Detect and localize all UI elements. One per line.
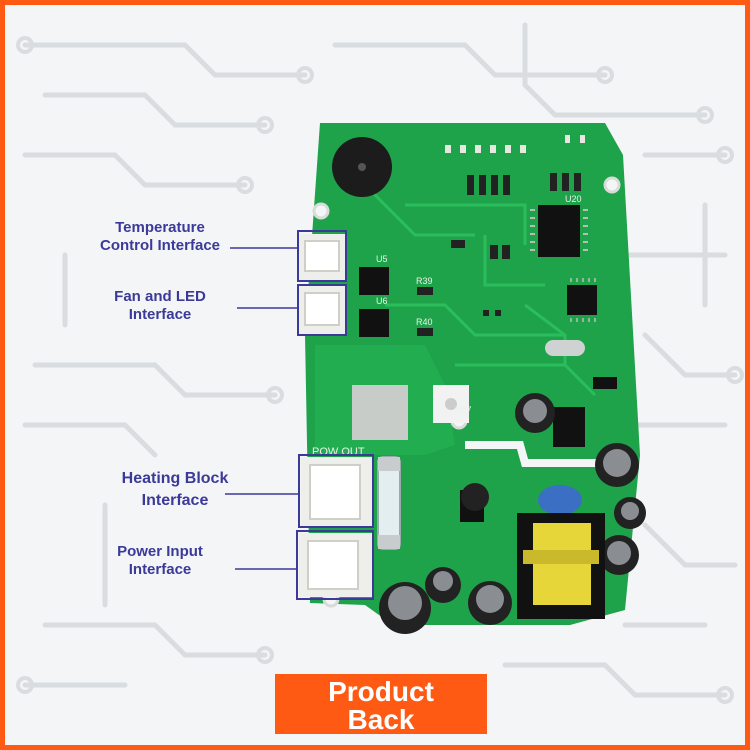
connector-fan-led	[298, 286, 346, 334]
u6-label: U6	[376, 296, 388, 306]
r39-label: R39	[416, 276, 433, 286]
u20-label: U20	[565, 194, 582, 204]
callout-heating-line1: Heating Block	[121, 470, 229, 487]
mounting-hole	[312, 202, 330, 220]
product-back-banner: Product Back	[275, 674, 487, 734]
circuit-background	[16, 22, 744, 704]
callout-fan-led-line2: Interface	[128, 306, 192, 323]
callout-box-heating	[298, 454, 374, 528]
heatsink-plate	[352, 385, 408, 440]
j1-label: J1	[348, 520, 356, 527]
callout-heating-line2: Interface	[141, 492, 209, 509]
mounting-hole	[603, 176, 621, 194]
ceramic-capacitor	[538, 485, 582, 515]
callout-heating-block: Heating Block Interface	[100, 468, 250, 512]
callout-temperature-line1: Temperature	[115, 219, 205, 236]
callout-box-temperature	[297, 230, 347, 282]
image-frame: POW OUT U5 U6 R39 R40 R27 U20 J1 Tempera…	[5, 5, 745, 745]
banner-line1: Product	[328, 676, 434, 707]
ic-u20	[538, 205, 580, 257]
transformer	[517, 513, 605, 619]
connector-temperature	[298, 234, 346, 280]
transistor-u6	[359, 309, 389, 337]
u5-label: U5	[376, 254, 388, 264]
callout-fan-led: Fan and LED Interface	[85, 288, 235, 324]
pcb-board: POW OUT U5 U6 R39 R40 R27 U20 J1	[225, 123, 646, 634]
transistor-u5	[359, 267, 389, 295]
callout-temperature-line2: Control Interface	[99, 237, 220, 254]
callout-box-fan-led	[297, 284, 347, 336]
crystal-oscillator	[545, 340, 585, 356]
electrolytic-capacitors	[379, 393, 646, 634]
connector-power	[299, 533, 373, 597]
connector-heating	[301, 457, 373, 527]
pow-out-label: POW OUT	[312, 446, 365, 458]
voltage-regulator	[553, 407, 585, 447]
banner-line2: Back	[347, 704, 415, 735]
callout-power-input: Power Input Interface	[85, 543, 235, 579]
r27-label: R27	[455, 405, 472, 415]
callout-power-line1: Power Input	[117, 543, 203, 560]
microcontroller-chip	[567, 285, 597, 315]
callout-fan-led-line1: Fan and LED	[114, 288, 206, 305]
r40-label: R40	[416, 317, 433, 327]
callout-temperature-control: Temperature Control Interface	[85, 219, 235, 255]
callout-box-power	[296, 530, 374, 600]
callout-power-line2: Interface	[128, 561, 192, 578]
